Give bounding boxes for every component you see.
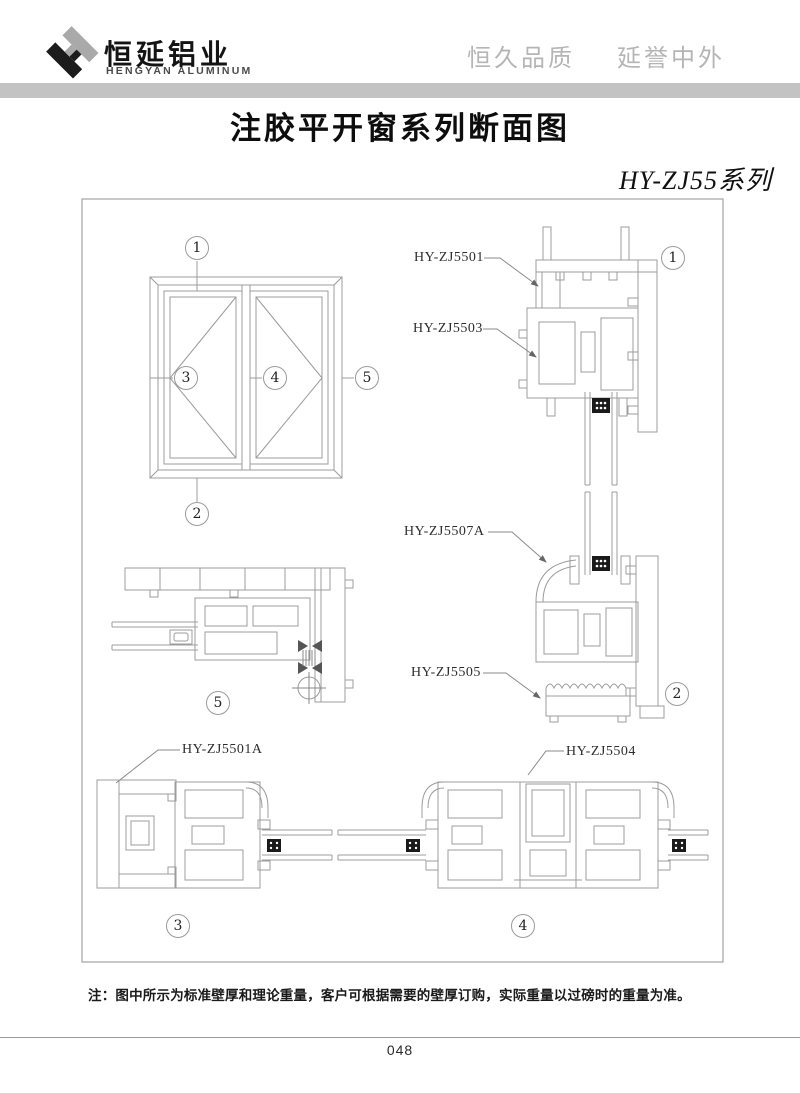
callout-section-top-right: 1: [661, 246, 685, 270]
section-5-profile-drawing: [111, 567, 354, 704]
part-label-hy-zj5507a: HY-ZJ5507A: [404, 524, 485, 539]
part-label-hy-zj5503: HY-ZJ5503: [413, 321, 483, 336]
glazing-spacer-left: [267, 839, 281, 852]
leader-lines: [115, 257, 564, 784]
window-elevation-drawing: [149, 261, 354, 502]
part-label-hy-zj5504: HY-ZJ5504: [566, 744, 636, 759]
callout-elevation-bottom: 2: [185, 502, 209, 526]
part-label-hy-zj5505: HY-ZJ5505: [411, 665, 481, 680]
callout-section-mid-left: 5: [206, 691, 230, 715]
glazing-spacer-top: [592, 398, 610, 413]
hengyan-logo-icon: [46, 26, 99, 79]
drawing-border: [81, 198, 724, 963]
slogan-right: 延誉中外: [617, 45, 725, 72]
glazing-spacer-right: [406, 839, 420, 852]
header-divider-bar: [0, 83, 800, 98]
section-1-profile-drawing: [518, 226, 658, 433]
section-4-profile-drawing: [421, 781, 709, 889]
slogan-left: 恒久品质: [467, 45, 575, 72]
footer-divider: [0, 1037, 800, 1038]
callout-elevation-center: 4: [263, 366, 287, 390]
callout-elevation-left: 3: [174, 366, 198, 390]
callout-section-bottom-left: 3: [166, 914, 190, 938]
glazing-spacer-center: [672, 839, 686, 852]
vertical-glazing-drawing: [584, 392, 618, 575]
glazing-spacer-bottom: [592, 556, 610, 571]
section-3-profile-drawing: [96, 779, 426, 889]
hinge-mechanism: [292, 640, 326, 704]
series-label: HY-ZJ55系列: [619, 166, 772, 195]
header-slogan: 恒久品质 延誉中外: [467, 38, 725, 73]
callout-section-bottom-center: 4: [511, 914, 535, 938]
page-title: 注胶平开窗系列断面图: [230, 111, 570, 146]
footnote: 注：图中所示为标准壁厚和理论重量，客户可根据需要的壁厚订购，实际重量以过磅时的重…: [88, 988, 691, 1003]
company-name-en: HENGYAN ALUMINUM: [106, 65, 253, 77]
page-number: 048: [386, 1042, 414, 1058]
callout-elevation-right: 5: [355, 366, 379, 390]
section-2-profile-drawing: [535, 555, 665, 723]
callout-elevation-top: 1: [185, 236, 209, 260]
callout-section-bottom-right: 2: [665, 682, 689, 706]
part-label-hy-zj5501a: HY-ZJ5501A: [182, 742, 263, 757]
company-name: 恒延铝业: [104, 39, 233, 70]
part-label-hy-zj5501: HY-ZJ5501: [414, 250, 484, 265]
